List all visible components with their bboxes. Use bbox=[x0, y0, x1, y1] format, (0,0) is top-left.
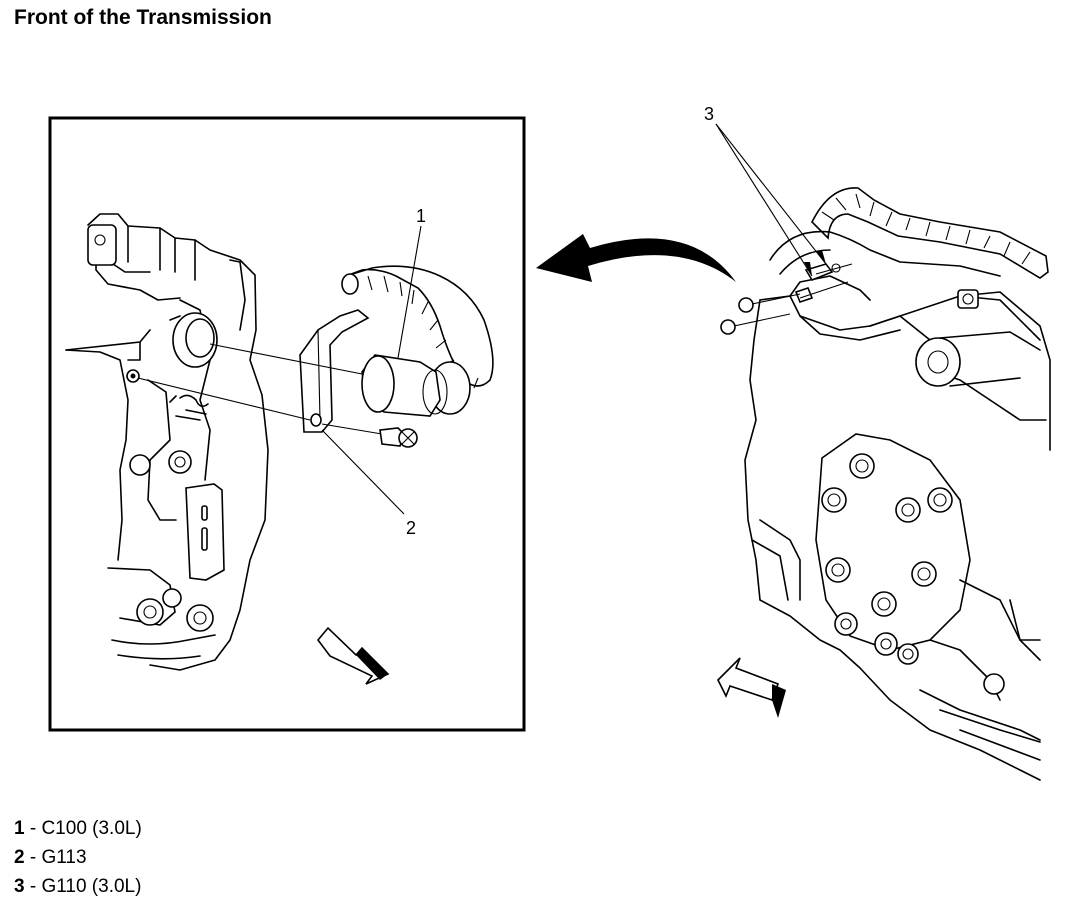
ground-bolts-g110 bbox=[720, 263, 853, 335]
legend-item: 3 - G110 (3.0L) bbox=[14, 872, 142, 901]
callout-1: 1 bbox=[416, 206, 426, 226]
callout-3: 3 bbox=[704, 104, 714, 124]
bolt-detail bbox=[379, 427, 418, 448]
legend-number: 1 bbox=[14, 818, 25, 839]
detail-frame bbox=[48, 116, 526, 732]
leader-3b bbox=[715, 123, 827, 265]
page-title: Front of the Transmission bbox=[14, 6, 272, 29]
legend-description: - G110 (3.0L) bbox=[24, 876, 142, 897]
legend-number: 2 bbox=[14, 847, 25, 868]
pointer-arrow bbox=[536, 234, 736, 282]
forward-arrow-detail bbox=[316, 626, 390, 685]
legend-description: - C100 (3.0L) bbox=[24, 818, 142, 839]
transmission-case-detail bbox=[65, 213, 269, 671]
legend-number: 3 bbox=[14, 876, 25, 897]
alignment-lines-detail bbox=[137, 343, 383, 435]
legend-item: 1 - C100 (3.0L) bbox=[14, 814, 142, 843]
leader-3a bbox=[715, 123, 813, 277]
leader-2 bbox=[321, 429, 405, 515]
ground-bracket-detail bbox=[299, 309, 370, 433]
forward-arrow-overview bbox=[717, 657, 786, 718]
callout-2: 2 bbox=[406, 518, 416, 538]
legend: 1 - C100 (3.0L) 2 - G113 3 - G110 (3.0L) bbox=[14, 814, 142, 901]
flange-bolts bbox=[821, 453, 953, 665]
detail-view: 1 2 bbox=[48, 116, 526, 732]
leader-1 bbox=[397, 225, 422, 359]
legend-description: - G113 bbox=[24, 847, 87, 868]
connector-c100-detail bbox=[341, 265, 494, 417]
overview-view: 3 bbox=[704, 104, 1051, 781]
legend-item: 2 - G113 bbox=[14, 843, 142, 872]
